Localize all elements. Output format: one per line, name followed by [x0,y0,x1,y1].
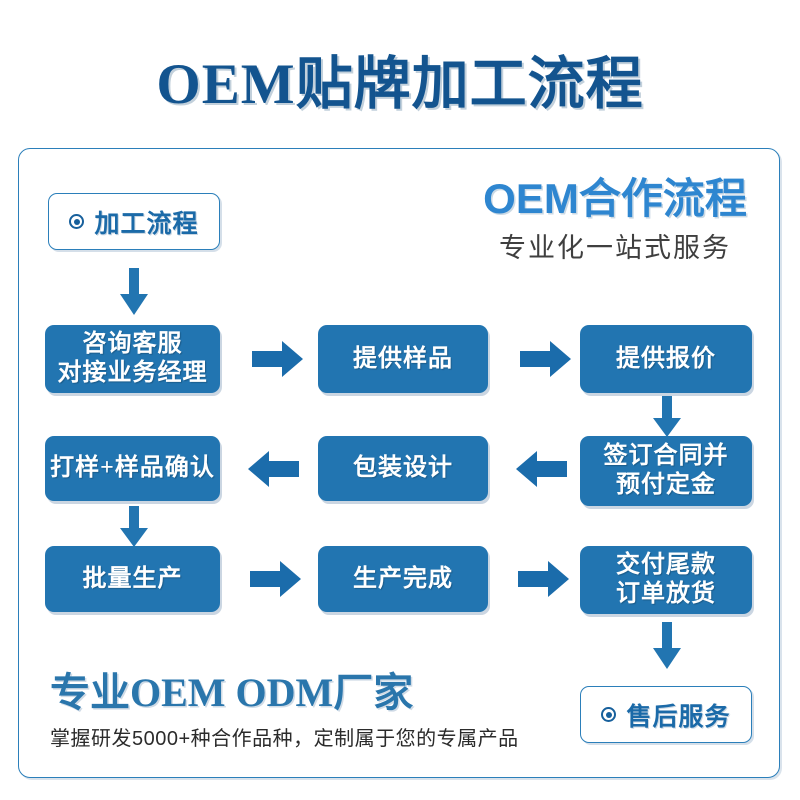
radio-dot-icon [601,707,617,722]
node-mass-production[interactable]: 批量生产 [45,546,220,612]
arrow-right-n8-to-n9 [518,560,570,598]
node-label: 签订合同并 预付定金 [603,443,729,498]
node-label: 咨询客服 对接业务经理 [57,331,208,386]
node-provide-quote[interactable]: 提供报价 [580,325,752,393]
node-provide-sample[interactable]: 提供样品 [318,325,488,393]
arrow-left-n5-to-n4 [248,450,300,488]
oem-process-subheading: 专业化一站式服务 [499,233,731,263]
node-final-payment-release[interactable]: 交付尾款 订单放货 [580,546,752,614]
arrow-left-n6-to-n5 [516,450,568,488]
footer-tagline: 掌握研发5000+种合作品种，定制属于您的专属产品 [50,728,519,750]
node-label: 生产完成 [353,565,453,592]
arrow-right-n1-to-n2 [252,340,304,378]
footer-headline: 专业OEM ODM厂家 [50,670,414,715]
oem-process-heading: OEM合作流程 [483,175,747,222]
pill-after-sales-service[interactable]: 售后服务 [580,686,752,743]
node-label: 提供样品 [353,345,453,372]
arrow-down-n4-to-n7 [119,506,149,548]
arrow-right-n2-to-n3 [520,340,572,378]
node-production-complete[interactable]: 生产完成 [318,546,488,612]
node-label: 提供报价 [616,345,716,372]
node-label: 包装设计 [353,455,453,481]
node-label: 打样+样品确认 [50,455,215,481]
arrow-down-start-to-n1 [119,268,149,316]
radio-dot-icon [69,214,85,229]
node-sign-contract-deposit[interactable]: 签订合同并 预付定金 [580,436,752,506]
node-consult-service[interactable]: 咨询客服 对接业务经理 [45,325,220,393]
pill-start-processing-flow[interactable]: 加工流程 [48,193,220,250]
node-label: 批量生产 [82,565,183,592]
node-proofing-sample-confirm[interactable]: 打样+样品确认 [45,436,220,501]
pill-start-label: 加工流程 [94,210,199,238]
arrow-down-n3-to-n6 [652,396,682,438]
page-title: OEM贴牌加工流程 [156,53,644,116]
arrow-right-n7-to-n8 [250,560,302,598]
arrow-down-n9-to-end [652,622,682,670]
node-label: 交付尾款 订单放货 [616,552,716,607]
pill-end-label: 售后服务 [626,703,731,731]
node-package-design[interactable]: 包装设计 [318,436,488,501]
